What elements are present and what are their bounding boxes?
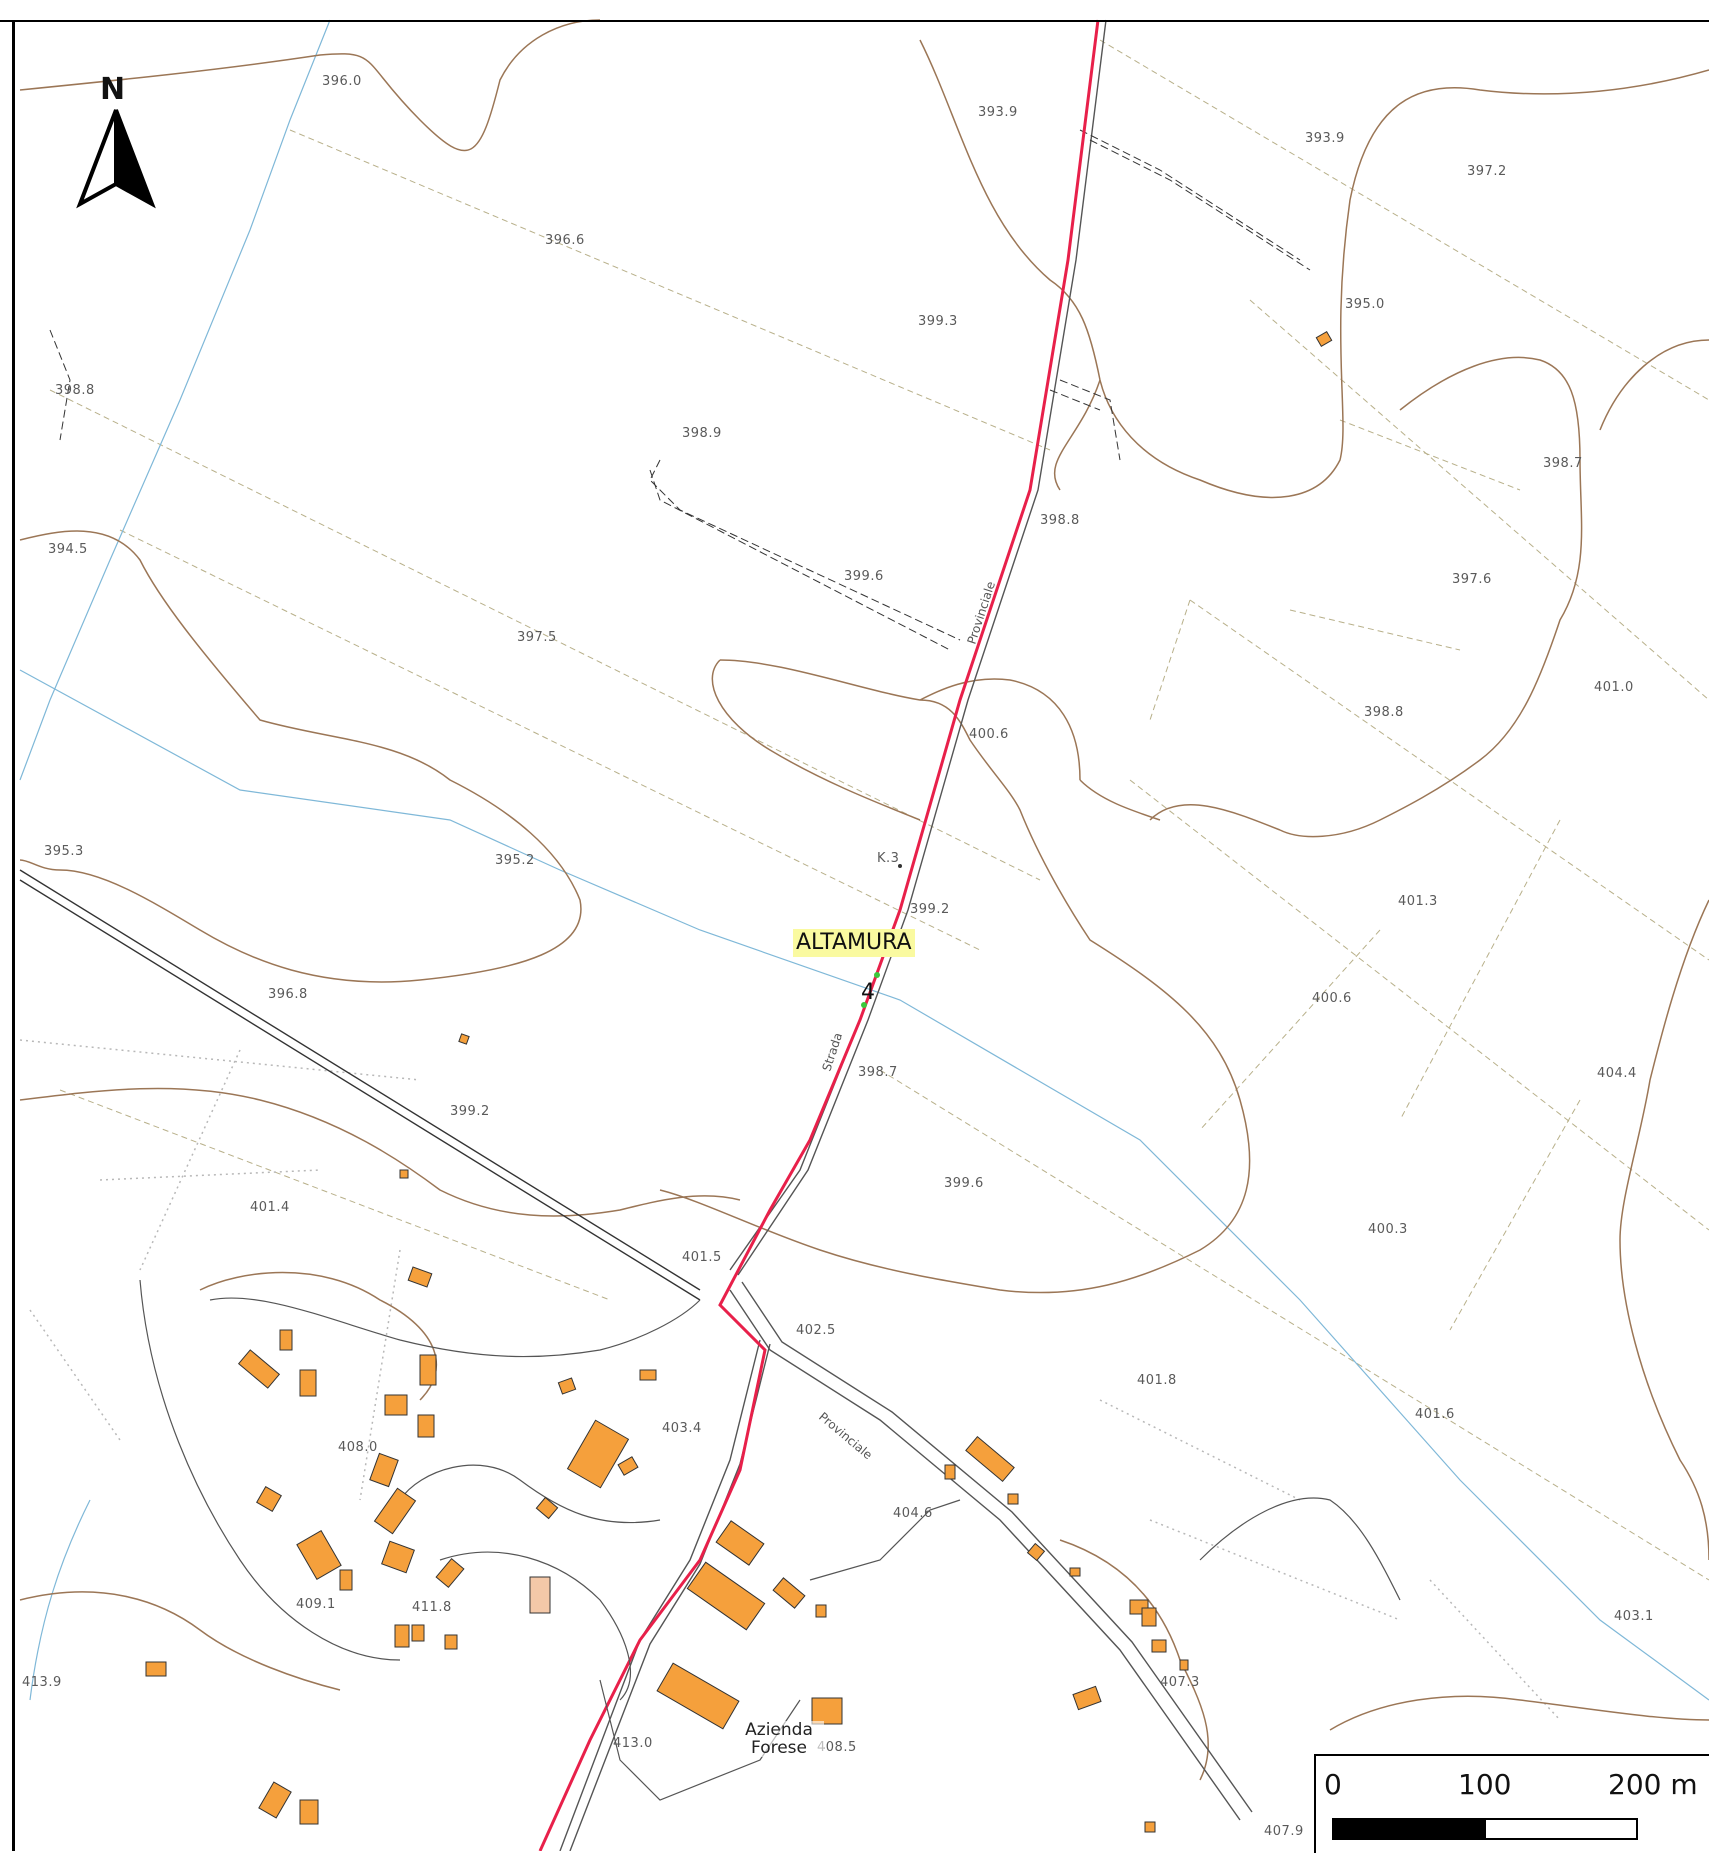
elevation-label: 394.5	[48, 542, 88, 557]
elevation-label: 399.2	[910, 902, 950, 917]
tracks	[49, 129, 1311, 651]
elevation-label: 398.8	[1040, 513, 1080, 528]
elevation-labels: 396.0 393.9 393.9 397.2 396.6 399.3 395.0 398.8…	[22, 74, 1654, 1839]
village-roads	[139, 1279, 1401, 1801]
elevation-label: 397.6	[1452, 572, 1492, 587]
elevation-label: 403.4	[662, 1421, 702, 1436]
north-letter: N	[100, 72, 126, 107]
elevation-label: 400.6	[969, 727, 1009, 742]
place-label-altamura: ALTAMURA	[793, 929, 915, 957]
elevation-label: 393.9	[978, 105, 1018, 120]
elevation-label: 409.1	[296, 1597, 336, 1612]
elevation-label: 398.8	[1364, 705, 1404, 720]
elevation-label: 395.2	[495, 853, 535, 868]
contour-lines	[19, 19, 1709, 1781]
km-marker-label: 4	[861, 980, 875, 1005]
elevation-label: 399.3	[918, 314, 958, 329]
elevation-label: 404.6	[893, 1506, 933, 1521]
elevation-label: 401.3	[1398, 894, 1438, 909]
elevation-label: 395.3	[44, 844, 84, 859]
elevation-label: 400.3	[1368, 1222, 1408, 1237]
benchmark-point	[898, 864, 902, 868]
elevation-label: 396.8	[268, 987, 308, 1002]
elevation-label: 403.1	[1614, 1609, 1654, 1624]
scale-label-100: 100	[1458, 1768, 1512, 1801]
elevation-label: 401.5	[682, 1250, 722, 1265]
buildings	[145, 330, 1333, 1833]
hatched-building	[529, 1576, 551, 1614]
elevation-label: 398.7	[1543, 456, 1583, 471]
elevation-label: 401.8	[1137, 1373, 1177, 1388]
elevation-label: 393.9	[1305, 131, 1345, 146]
scale-segment-black	[1332, 1818, 1486, 1840]
elevation-label: 396.6	[545, 233, 585, 248]
elevation-label: 413.9	[22, 1675, 62, 1690]
elevation-label: 408.0	[338, 1440, 378, 1455]
elevation-label: 402.5	[796, 1323, 836, 1338]
elevation-label: 407.3	[1160, 1675, 1200, 1690]
map-border-left	[12, 20, 15, 1851]
scale-segment-white	[1484, 1818, 1638, 1840]
elevation-label: 398.7	[858, 1065, 898, 1080]
elevation-label: 411.8	[412, 1600, 452, 1615]
railway	[19, 869, 701, 1301]
elevation-label: 404.4	[1597, 1066, 1637, 1081]
elevation-label: 400.6	[1312, 991, 1352, 1006]
elevation-label: 395.0	[1345, 297, 1385, 312]
elevation-label: 413.0	[613, 1736, 653, 1751]
benchmark-label: K.3	[877, 851, 899, 866]
elevation-label: 397.2	[1467, 164, 1507, 179]
field-boundaries	[49, 39, 1709, 1581]
route-line	[538, 19, 1100, 1851]
north-arrow-icon	[76, 109, 156, 209]
elevation-label: 399.6	[944, 1176, 984, 1191]
elevation-label: 399.6	[844, 569, 884, 584]
elevation-label: 401.0	[1594, 680, 1634, 695]
elevation-label: 401.6	[1415, 1407, 1455, 1422]
elevation-label: 397.5	[517, 630, 557, 645]
elevation-label: 407.9	[1264, 1824, 1304, 1839]
farm-label: Azienda Forese	[734, 1721, 824, 1757]
elevation-label: 396.0	[322, 74, 362, 89]
road-label-provinciale-2: Provinciale	[816, 1410, 875, 1463]
streams	[19, 19, 1709, 1701]
elevation-label: 398.8	[55, 383, 95, 398]
elevation-label: 398.9	[682, 426, 722, 441]
scale-label-0: 0	[1324, 1768, 1342, 1801]
km-point	[874, 972, 880, 978]
map-border-top	[0, 20, 1709, 22]
elevation-label: 408.5	[817, 1740, 857, 1755]
km-point-2	[861, 1002, 867, 1008]
scale-label-200: 200 m	[1608, 1768, 1698, 1801]
elevation-label: 401.4	[250, 1200, 290, 1215]
scale-bar: 0 100 200 m	[1314, 1754, 1709, 1853]
parcel-lines	[19, 1039, 1561, 1721]
elevation-label: 399.2	[450, 1104, 490, 1119]
